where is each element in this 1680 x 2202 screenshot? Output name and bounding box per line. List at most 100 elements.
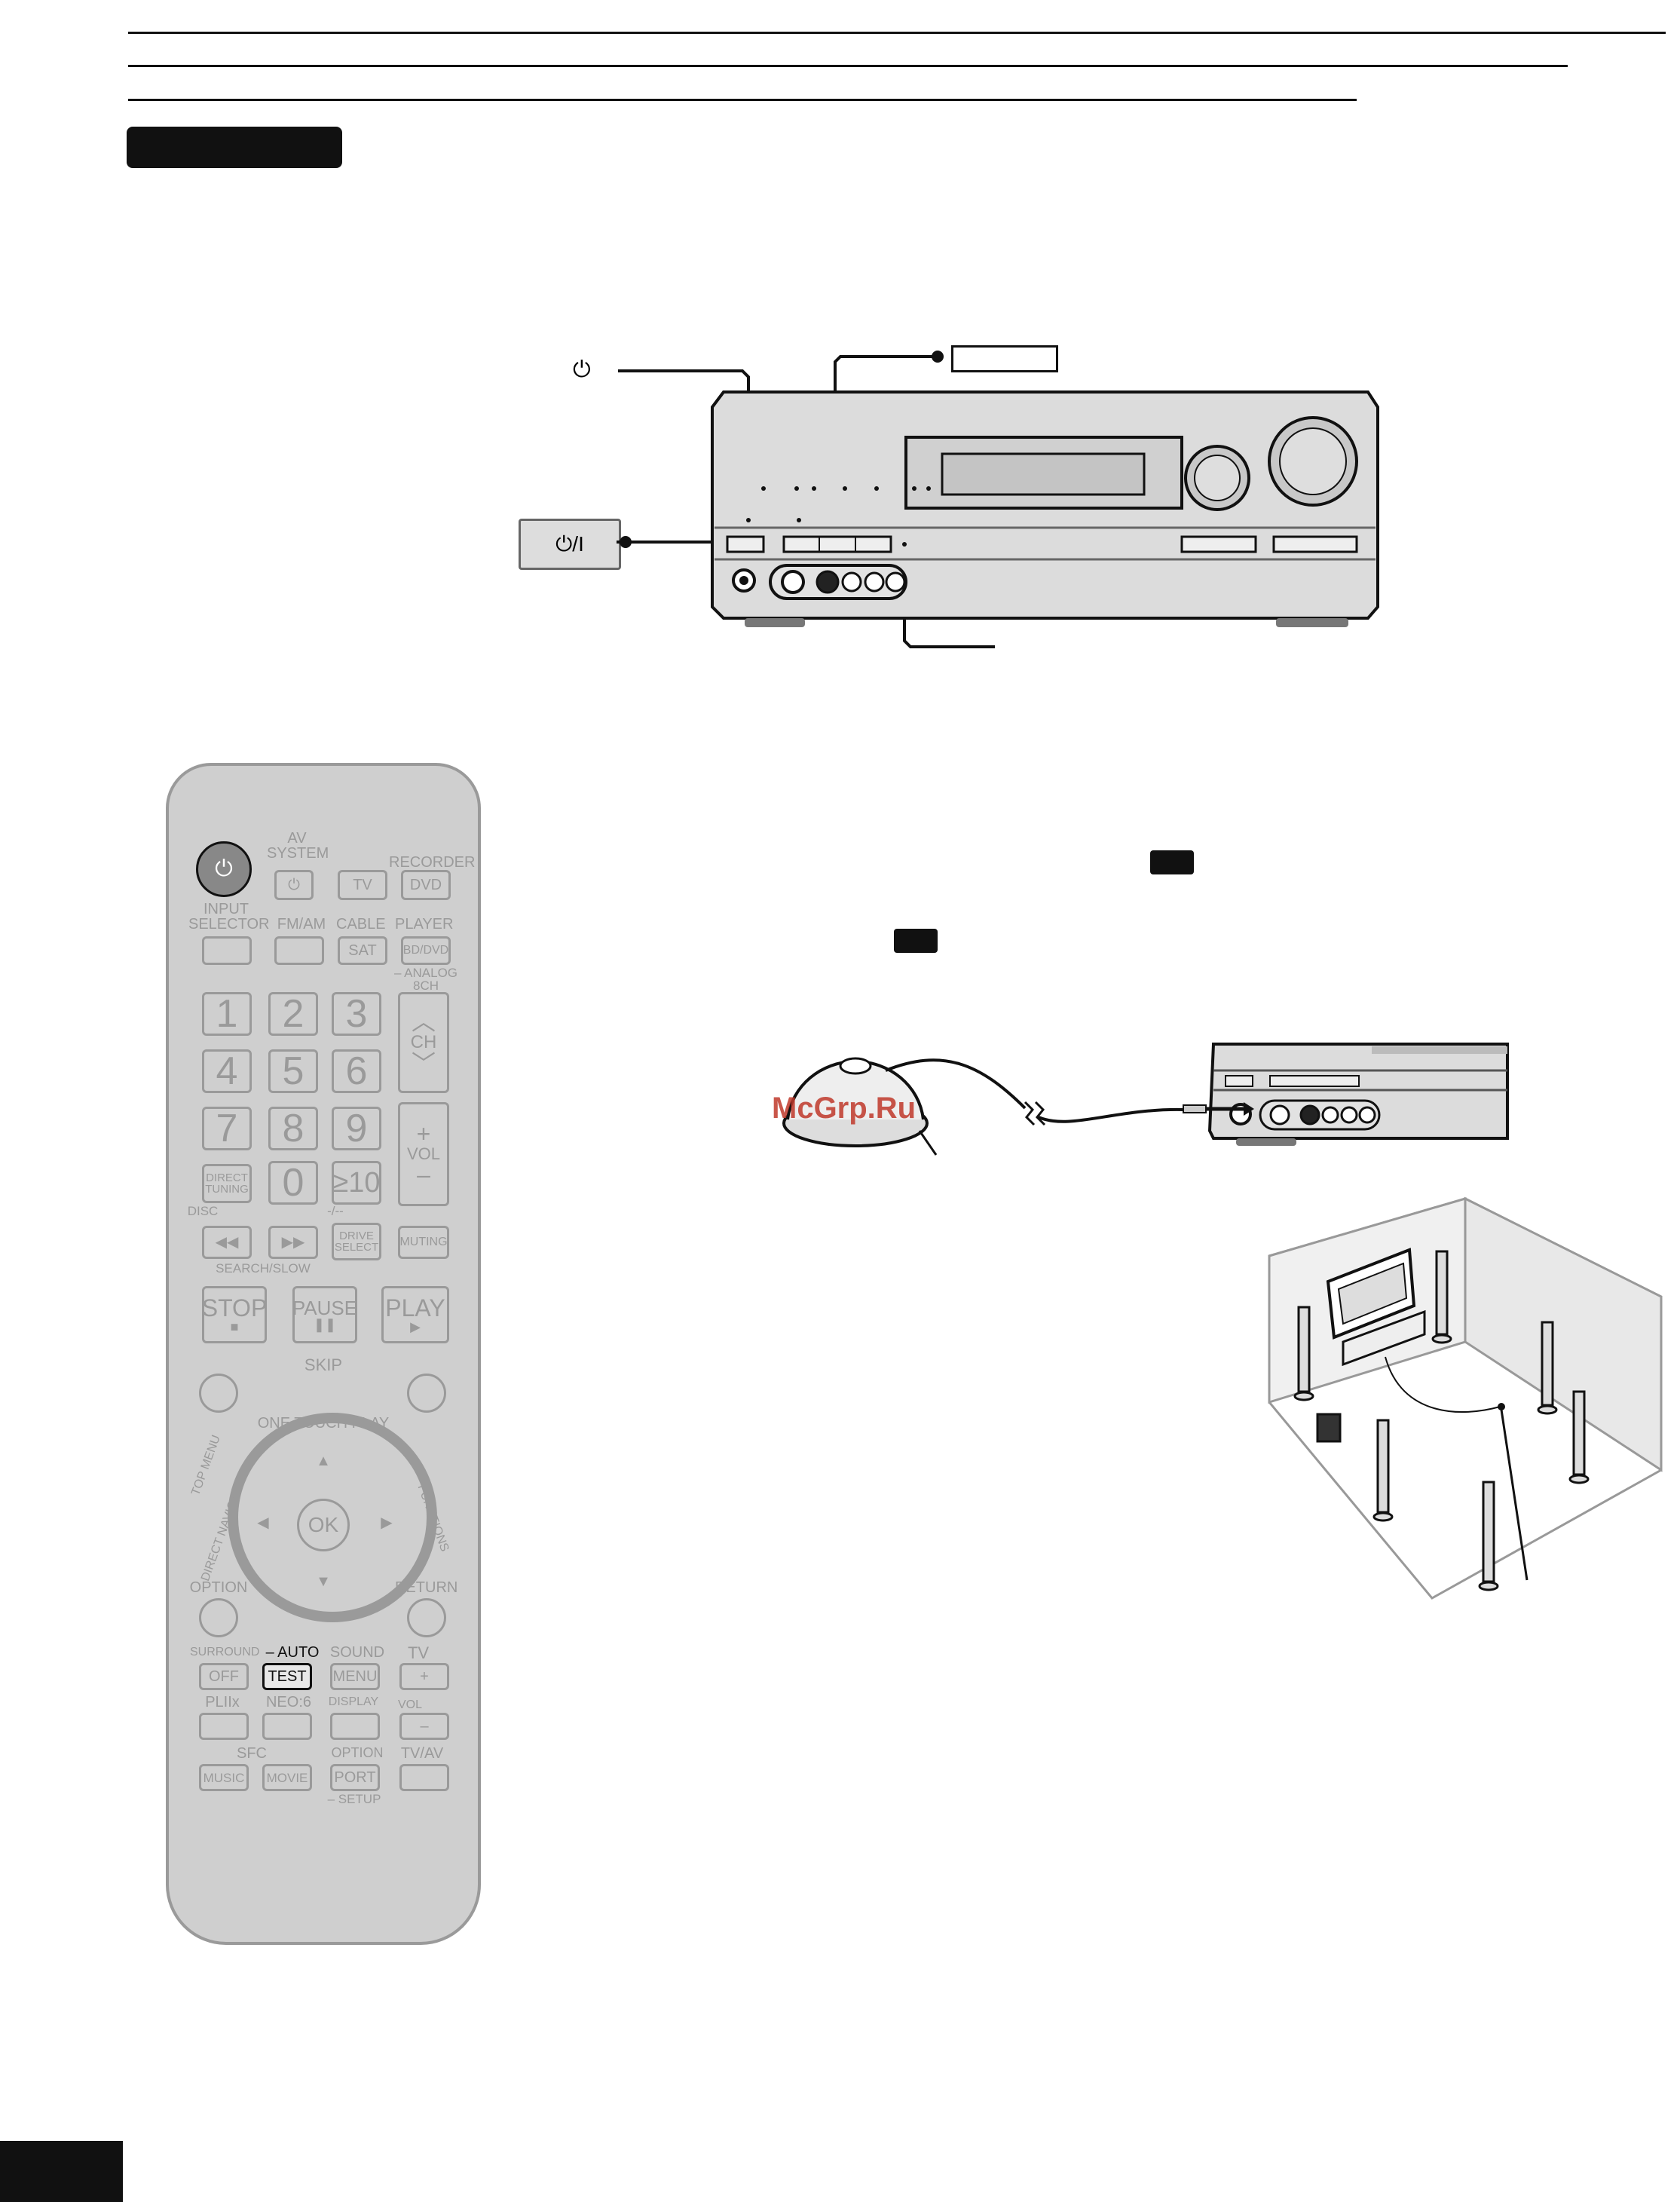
av-system-power-button[interactable]: ⏻ bbox=[274, 870, 314, 900]
number-4-button[interactable]: 4 bbox=[202, 1049, 252, 1093]
top-menu-label: TOP MENU bbox=[189, 1433, 223, 1498]
fm-am-label: FM/AM bbox=[277, 916, 326, 933]
page-number-tab bbox=[0, 2141, 123, 2202]
recorder-label: RECORDER bbox=[389, 854, 476, 871]
chevron-up-icon: ︿ bbox=[411, 1008, 436, 1035]
analog-8ch-label: – ANALOG 8CH bbox=[393, 966, 458, 993]
sfc-music-button[interactable]: MUSIC bbox=[199, 1764, 249, 1791]
direct-tuning-button[interactable]: DIRECT TUNING bbox=[202, 1164, 252, 1203]
number-1-button[interactable]: 1 bbox=[202, 992, 252, 1036]
muting-button[interactable]: MUTING bbox=[398, 1226, 449, 1259]
return-button[interactable] bbox=[407, 1598, 446, 1637]
chevron-down-icon: ﹀ bbox=[411, 1050, 436, 1077]
tv-av-label: TV/AV bbox=[400, 1745, 444, 1762]
pause-icon: ❚❚ bbox=[313, 1317, 337, 1332]
option-port-label: OPTION bbox=[331, 1745, 384, 1760]
setup-label: – SETUP bbox=[327, 1792, 381, 1806]
number-2-button[interactable]: 2 bbox=[268, 992, 318, 1036]
pause-label: PAUSE bbox=[292, 1297, 358, 1319]
tv-volume-up-button[interactable]: + bbox=[399, 1663, 449, 1690]
sfc-label: SFC bbox=[237, 1745, 267, 1762]
cable-label: CABLE bbox=[336, 916, 386, 933]
disc-label: DISC bbox=[187, 1204, 219, 1218]
number-8-button[interactable]: 8 bbox=[268, 1107, 318, 1150]
fm-am-button[interactable] bbox=[274, 936, 324, 965]
play-button[interactable]: PLAY▶ bbox=[381, 1286, 449, 1343]
tv-vol-label: TV bbox=[407, 1643, 430, 1662]
power-icon: ⏻ bbox=[215, 856, 233, 881]
neo6-button[interactable] bbox=[262, 1713, 312, 1740]
rewind-button[interactable]: ◀◀ bbox=[202, 1226, 252, 1259]
search-slow-label: SEARCH/SLOW bbox=[216, 1261, 311, 1276]
pl2x-button[interactable] bbox=[199, 1713, 249, 1740]
minus-label: – bbox=[417, 1161, 430, 1188]
neo6-label: NEO:6 bbox=[265, 1694, 312, 1710]
bd-dvd-button[interactable]: BD/DVD bbox=[401, 936, 451, 965]
auto-test-button[interactable]: TEST bbox=[262, 1663, 312, 1690]
number-3-button[interactable]: 3 bbox=[332, 992, 381, 1036]
skip-label: SKIP bbox=[304, 1355, 343, 1374]
number-6-button[interactable]: 6 bbox=[332, 1049, 381, 1093]
skip-forward-button[interactable] bbox=[407, 1374, 446, 1413]
input-selector-button[interactable] bbox=[202, 936, 252, 965]
drive-select-button[interactable]: DRIVE SELECT bbox=[332, 1223, 381, 1260]
volume-rocker[interactable]: + VOL – bbox=[398, 1102, 449, 1206]
ten-plus-button[interactable]: ≥10 bbox=[332, 1161, 381, 1205]
channel-rocker[interactable]: ︿ CH ﹀ bbox=[398, 992, 449, 1093]
room-speaker-illustration bbox=[1268, 1196, 1663, 1600]
pl2x-label: PLIIx bbox=[205, 1694, 240, 1710]
surround-off-button[interactable]: OFF bbox=[199, 1663, 249, 1690]
play-label: PLAY bbox=[385, 1294, 445, 1322]
number-5-button[interactable]: 5 bbox=[268, 1049, 318, 1093]
header-rule-2 bbox=[128, 65, 1568, 67]
stop-button[interactable]: STOP■ bbox=[202, 1286, 267, 1343]
nav-down-icon[interactable]: ▼ bbox=[316, 1573, 331, 1590]
power-button[interactable]: ⏻ bbox=[196, 841, 252, 897]
display-label: DISPLAY bbox=[328, 1695, 379, 1708]
vol-label: VOL bbox=[406, 1144, 441, 1163]
inline-tag-1 bbox=[1150, 850, 1194, 874]
one-touch-play-label: ONE TOUCH PLAY bbox=[257, 1415, 390, 1432]
option-button[interactable] bbox=[199, 1598, 238, 1637]
input-selector-label: INPUT SELECTOR bbox=[188, 901, 270, 933]
standby-indicator-label: ⏻ bbox=[573, 357, 591, 382]
nav-left-icon[interactable]: ◀ bbox=[257, 1514, 269, 1531]
return-label: RETURN bbox=[395, 1579, 458, 1596]
number-0-button[interactable]: 0 bbox=[268, 1161, 318, 1205]
stop-icon: ■ bbox=[230, 1319, 239, 1334]
play-icon: ▶ bbox=[410, 1319, 421, 1334]
display-button[interactable] bbox=[330, 1713, 380, 1740]
auto-label: – AUTO bbox=[265, 1644, 320, 1661]
pause-button[interactable]: PAUSE❚❚ bbox=[292, 1286, 357, 1343]
remote-control: ⏻ AV SYSTEM RECORDER ⏻ TV DVD INPUT SELE… bbox=[166, 763, 481, 1945]
option-port-button[interactable]: PORT bbox=[330, 1764, 380, 1791]
nav-right-icon[interactable]: ▶ bbox=[381, 1514, 393, 1531]
tv-button[interactable]: TV bbox=[338, 870, 387, 900]
dash-label: -/-- bbox=[327, 1204, 344, 1218]
power-key-callout: ⏻/I bbox=[519, 519, 621, 570]
receiver-illustration bbox=[617, 351, 1379, 648]
surround-label: SURROUND bbox=[190, 1646, 260, 1658]
tv-vol-text: VOL bbox=[397, 1698, 422, 1711]
fast-forward-button[interactable]: ▶▶ bbox=[268, 1226, 318, 1259]
dvd-button[interactable]: DVD bbox=[401, 870, 451, 900]
number-9-button[interactable]: 9 bbox=[332, 1107, 381, 1150]
inline-tag-2 bbox=[894, 929, 938, 953]
sat-button[interactable]: SAT bbox=[338, 936, 387, 965]
ok-button[interactable]: OK bbox=[297, 1499, 350, 1551]
plus-label: + bbox=[416, 1120, 431, 1147]
callout-box-label bbox=[951, 345, 1058, 372]
tv-volume-down-button[interactable]: – bbox=[399, 1713, 449, 1740]
section-tab bbox=[127, 127, 342, 168]
tv-av-button[interactable] bbox=[399, 1764, 449, 1791]
skip-back-button[interactable] bbox=[199, 1374, 238, 1413]
sound-menu-button[interactable]: MENU bbox=[330, 1663, 380, 1690]
header-rule-1 bbox=[128, 32, 1666, 34]
sfc-movie-button[interactable]: MOVIE bbox=[262, 1764, 312, 1791]
watermark: McGrp.Ru bbox=[772, 1092, 917, 1125]
nav-up-icon[interactable]: ▲ bbox=[316, 1453, 331, 1469]
header-rule-3 bbox=[128, 99, 1357, 101]
microphone-connection-illustration bbox=[782, 1043, 1509, 1156]
number-7-button[interactable]: 7 bbox=[202, 1107, 252, 1150]
av-system-label: AV SYSTEM bbox=[267, 830, 329, 862]
